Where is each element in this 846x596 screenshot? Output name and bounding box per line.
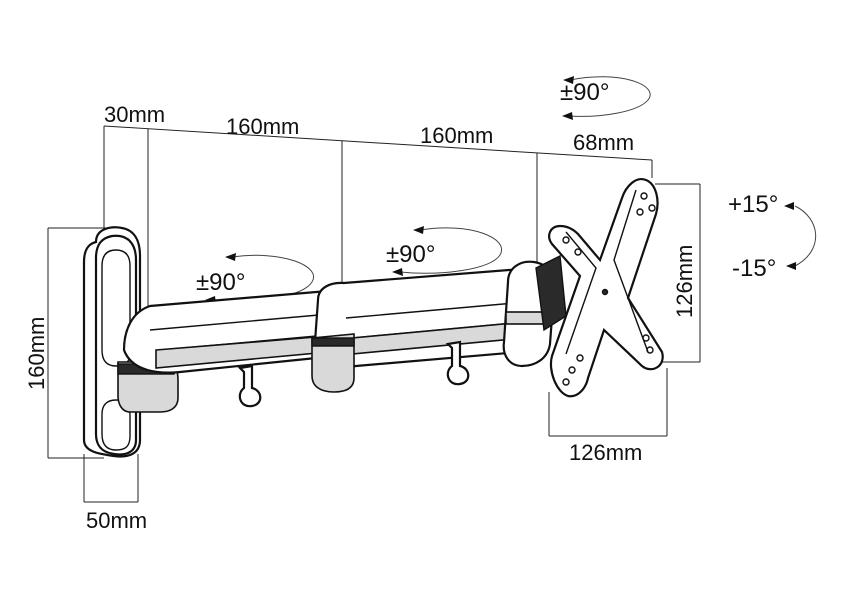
- arm2-swivel-arc: [399, 227, 503, 274]
- dim-label-head-offset: 68mm: [573, 130, 634, 155]
- vesa-hole: [568, 366, 576, 374]
- vesa-hole: [574, 248, 582, 256]
- dimension-labels: 30mm 160mm 160mm 68mm 160mm 50mm 126mm 1…: [24, 102, 697, 533]
- angle-label-arm1-swivel: ±90°: [196, 269, 245, 296]
- vesa-hole: [636, 208, 644, 216]
- vesa-plate-body: [548, 178, 664, 398]
- angle-label-tilt-down: -15°: [732, 255, 776, 282]
- first-arm: [122, 288, 358, 408]
- arm2-swivel-arrow-top: [413, 226, 424, 234]
- tilt-arrow-top: [784, 202, 794, 210]
- vesa-hole: [562, 236, 570, 244]
- tilt-arrow-bottom: [786, 262, 796, 270]
- dim-label-wall-plate-height: 160mm: [24, 317, 49, 390]
- angle-label-head-swivel: ±90°: [560, 79, 609, 106]
- arm2-swivel-arrow-bottom: [392, 268, 403, 276]
- vesa-hole: [648, 204, 656, 212]
- angle-label-arm2-swivel: ±90°: [386, 241, 435, 268]
- vesa-hole: [576, 354, 584, 362]
- vesa-plate-ridge-right: [613, 189, 649, 353]
- dim-label-wall-offset: 30mm: [104, 102, 165, 127]
- vesa-plate-ridge-left: [565, 231, 597, 355]
- vesa-center-hole: [601, 288, 609, 296]
- vesa-hole: [642, 334, 650, 342]
- second-arm-cable-clip: [445, 340, 470, 386]
- second-arm-edge-upper: [345, 301, 527, 319]
- head-swivel-arc: [569, 76, 651, 117]
- middle-joint-band: [311, 337, 355, 347]
- vesa-mounting-holes: [562, 192, 656, 386]
- dimension-lines: [47, 125, 701, 503]
- first-arm-cable-clip: [237, 364, 262, 408]
- angle-label-tilt-up: +15°: [728, 191, 778, 218]
- dim-label-vesa-height: 126mm: [672, 245, 697, 318]
- top-dimension-line: [103, 125, 653, 161]
- vesa-hole: [640, 192, 648, 200]
- tilt-arc: [794, 205, 817, 267]
- vesa-plate: [548, 178, 664, 398]
- dim-label-vesa-width: 126mm: [569, 440, 642, 465]
- head-joint: [502, 254, 567, 368]
- wall-plate: [82, 226, 179, 458]
- head-swivel-arrow-bottom: [562, 112, 573, 120]
- dim-label-arm1: 160mm: [226, 114, 299, 139]
- vesa-hole: [646, 346, 654, 354]
- wall-plate-slot-upper: [101, 249, 131, 367]
- vesa-hole: [562, 378, 570, 386]
- dim-label-wall-plate-width: 50mm: [86, 508, 147, 533]
- angle-labels: ±90° ±90° ±90° +15° -15°: [196, 79, 778, 296]
- arm1-swivel-arrow-top: [225, 253, 236, 261]
- dim-label-arm2: 160mm: [420, 123, 493, 148]
- middle-joint: [311, 333, 355, 393]
- second-arm: [311, 266, 556, 393]
- first-arm-edge-upper: [149, 313, 331, 331]
- head-swivel-arrow-top: [563, 76, 574, 84]
